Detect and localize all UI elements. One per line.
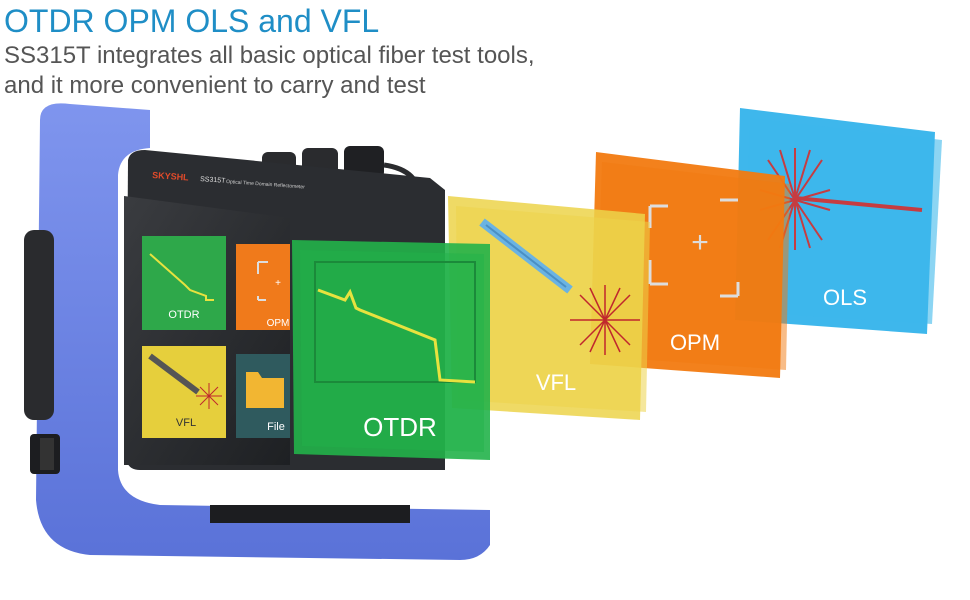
- vfl-laser-pen-icon: [479, 218, 573, 294]
- screen-tile-otdr[interactable]: OTDR: [142, 236, 226, 330]
- panel-label: OTDR: [363, 412, 437, 442]
- tile-label: OPM: [267, 318, 290, 329]
- screen-tile-file[interactable]: File: [236, 354, 290, 438]
- model-name: SS315T: [200, 176, 226, 185]
- tile-label: File: [267, 421, 285, 433]
- screen-tile-opm[interactable]: + OPM: [236, 244, 290, 330]
- side-grip: [24, 230, 54, 420]
- laser-burst-icon: [196, 383, 222, 409]
- otdr-trace-icon: [317, 288, 476, 384]
- page-title: OTDR OPM OLS and VFL: [4, 3, 380, 39]
- svg-text:+: +: [691, 226, 709, 259]
- opm-crosshair-icon: [257, 261, 268, 301]
- brand-logo: SKYSHL: [152, 170, 190, 183]
- panel-vfl: VFL: [448, 196, 650, 420]
- panel-label: OPM: [670, 330, 720, 355]
- vfl-laser-pen-icon: [148, 353, 200, 395]
- screen-tile-vfl[interactable]: VFL: [142, 346, 226, 438]
- svg-text:+: +: [275, 278, 281, 289]
- folder-icon: [246, 372, 284, 408]
- panel-otdr: OTDR: [292, 240, 490, 460]
- laser-burst-icon: [570, 285, 640, 355]
- otdr-trace-icon: [149, 253, 214, 301]
- subtitle-line-2: and it more convenient to carry and test: [4, 72, 426, 99]
- device-bumper: [24, 103, 490, 560]
- tile-label: VFL: [176, 417, 196, 429]
- panel-label: VFL: [536, 370, 576, 395]
- tile-label: OTDR: [168, 309, 199, 321]
- opm-crosshair-icon: [648, 198, 738, 286]
- subtitle-line-1: SS315T integrates all basic optical fibe…: [4, 42, 535, 69]
- model-caption: Optical Time Domain Reflectometer: [226, 179, 305, 191]
- panel-label: OLS: [823, 285, 867, 310]
